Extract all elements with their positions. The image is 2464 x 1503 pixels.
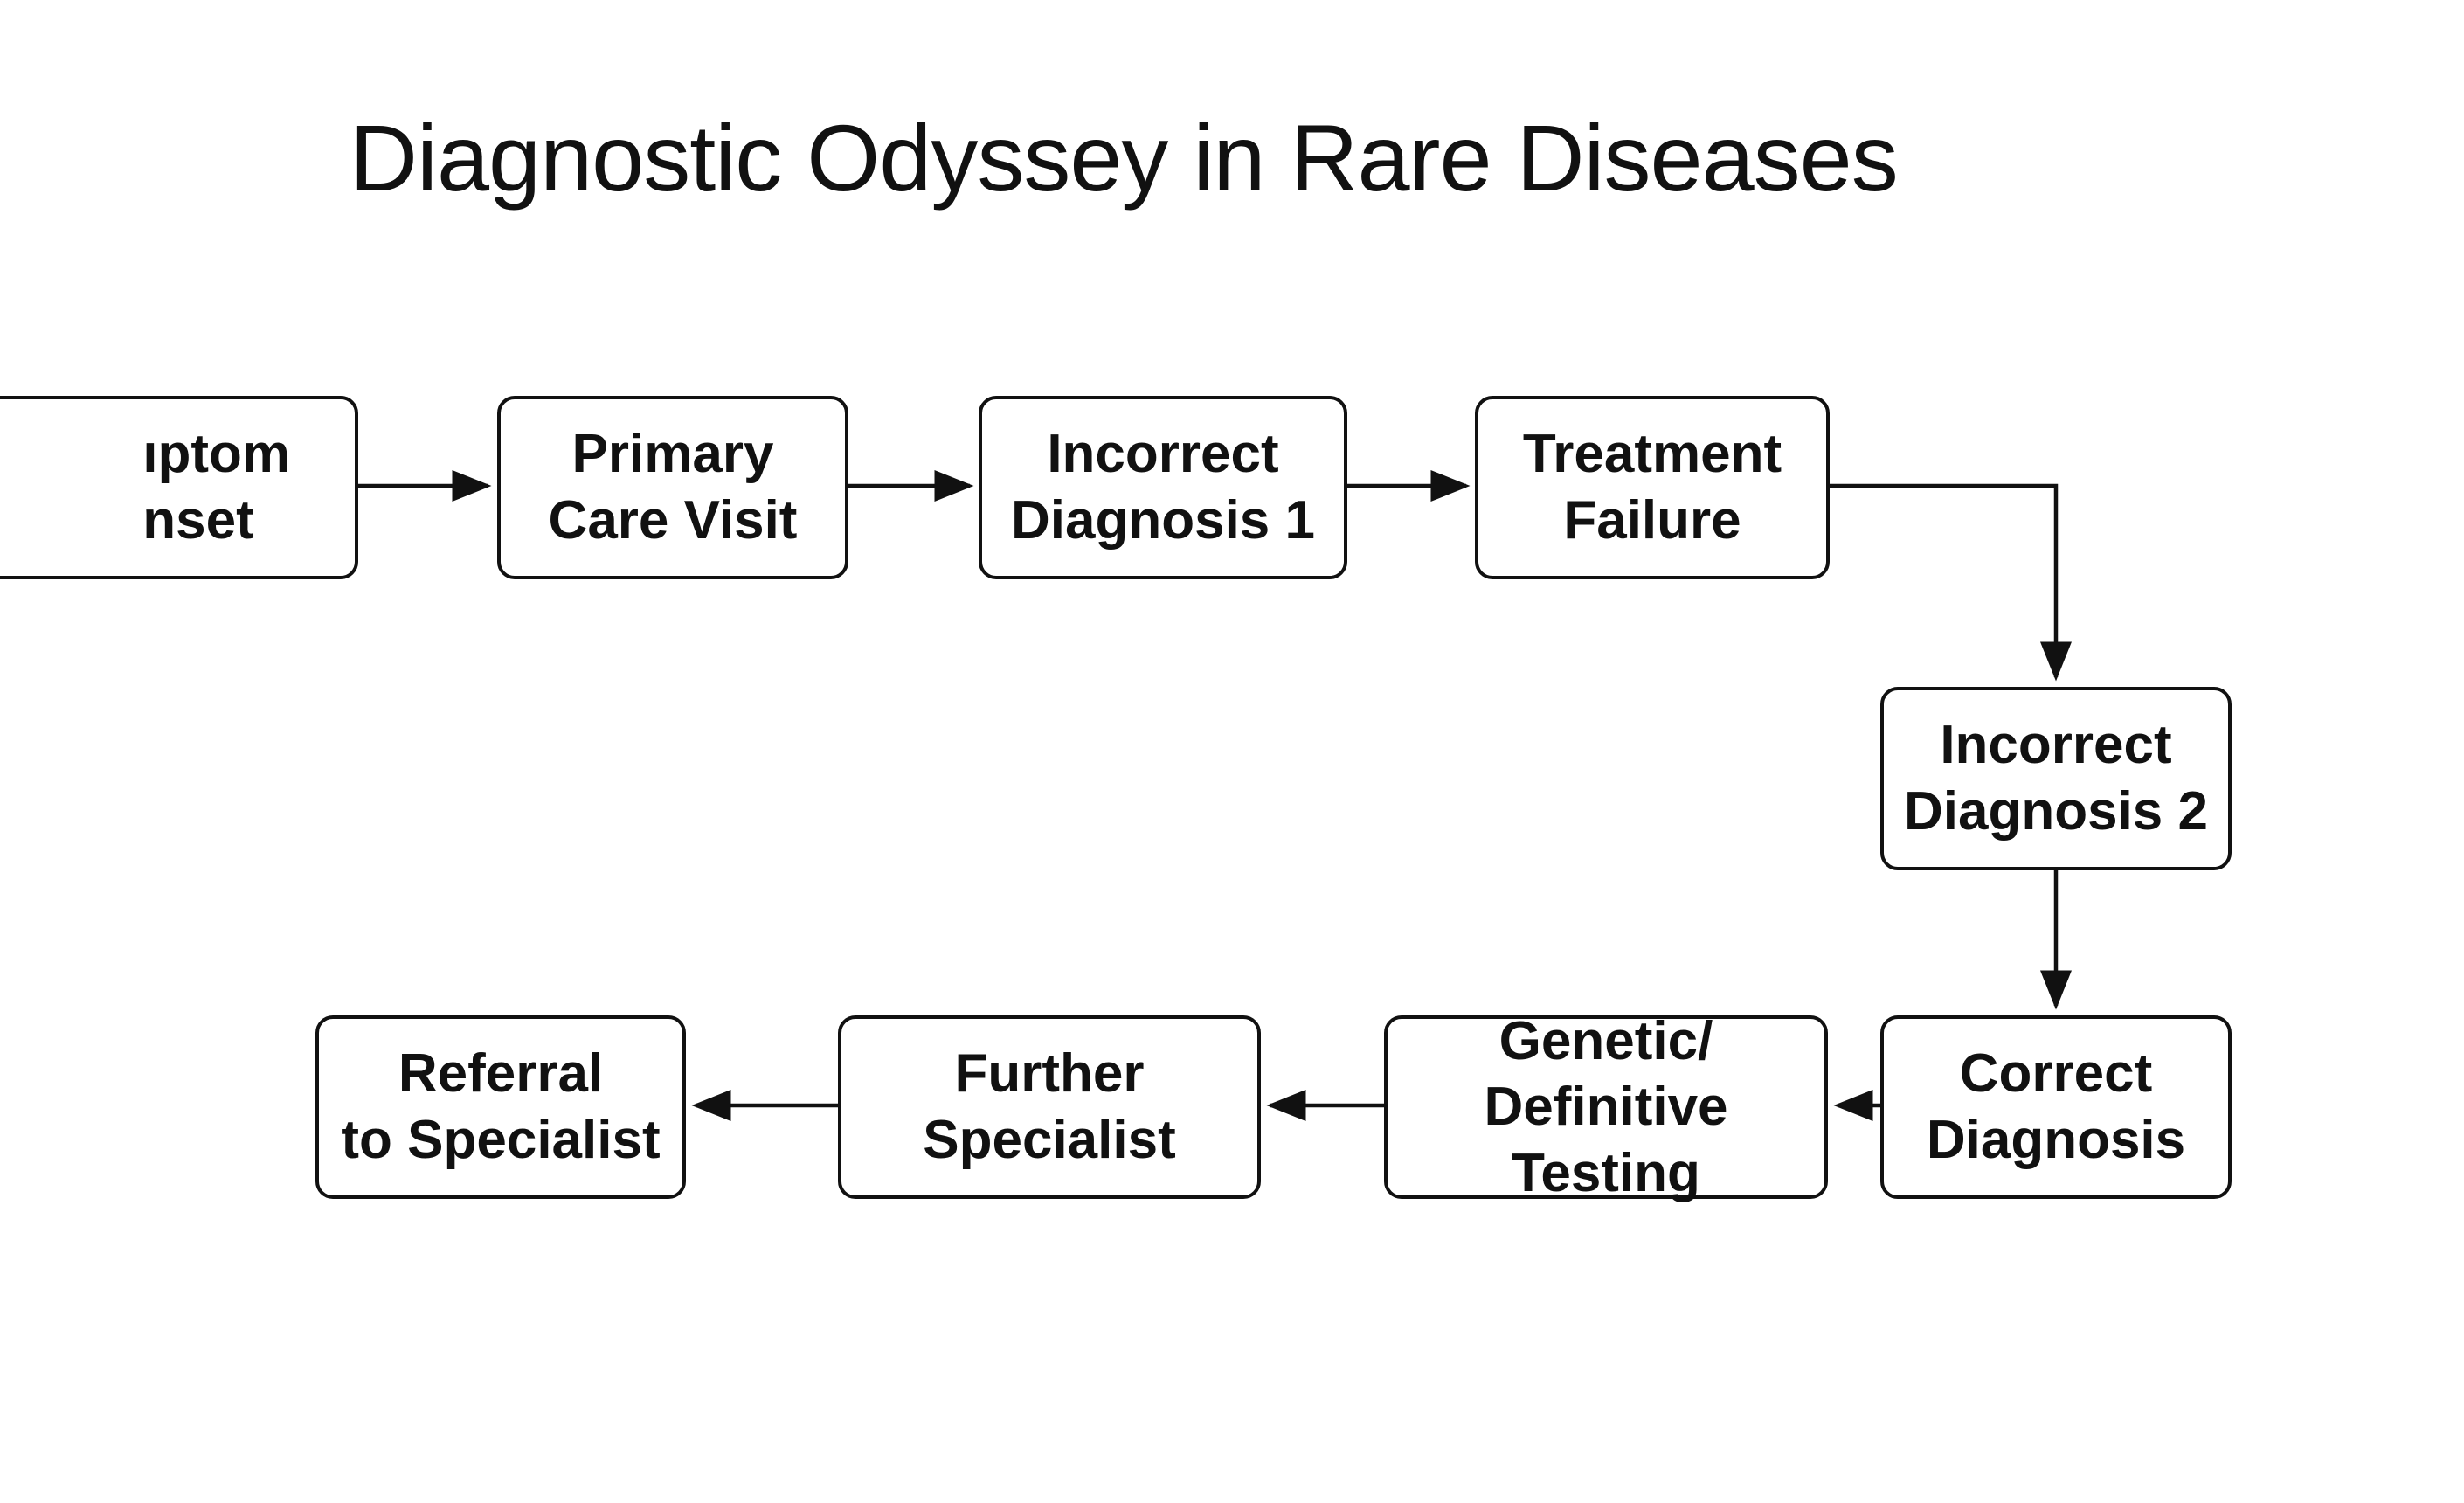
node-incorrect-diagnosis-1-label: Incorrect Diagnosis 1	[1011, 424, 1315, 551]
diagram-title: Diagnostic Odyssey in Rare Diseases	[350, 105, 1899, 211]
node-incorrect-diagnosis-2-label: Incorrect Diagnosis 2	[1904, 715, 2208, 842]
node-symptom-onset-label: ıptom nset	[142, 424, 290, 551]
node-genetic-definitive-testing: Genetic/ Definitive Testing	[1384, 1011, 1828, 1203]
node-referral-to-specialist-label: Referral to Specialist	[341, 1043, 661, 1170]
node-symptom-onset: ıptom nset	[0, 396, 358, 579]
node-further-specialist: Further Specialist	[838, 1015, 1261, 1199]
node-incorrect-diagnosis-2: Incorrect Diagnosis 2	[1880, 687, 2232, 870]
edge-treatment-to-incorrect-2	[1830, 483, 2072, 682]
node-primary-care-visit-label: Primary Care Visit	[548, 424, 798, 551]
node-incorrect-diagnosis-1: Incorrect Diagnosis 1	[979, 396, 1347, 579]
node-correct-diagnosis-label: Correct Diagnosis	[1926, 1043, 2186, 1170]
node-genetic-definitive-testing-label: Genetic/ Definitive Testing	[1484, 1010, 1728, 1203]
node-treatment-failure: Treatment Failure	[1475, 396, 1830, 579]
node-primary-care-visit: Primary Care Visit	[497, 396, 848, 579]
node-referral-to-specialist: Referral to Specialist	[315, 1015, 686, 1199]
node-treatment-failure-label: Treatment Failure	[1522, 424, 1782, 551]
node-further-specialist-label: Further Specialist	[923, 1043, 1176, 1170]
node-correct-diagnosis: Correct Diagnosis	[1880, 1015, 2232, 1199]
